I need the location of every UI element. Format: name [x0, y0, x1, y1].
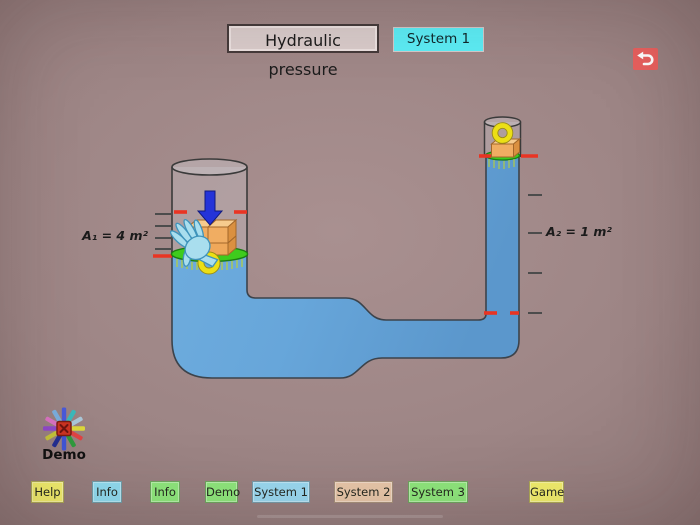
demo-caption: Demo — [42, 447, 86, 463]
hand-cursor-icon[interactable] — [161, 212, 225, 281]
info-button-2[interactable]: Info — [150, 481, 180, 503]
undo-button[interactable] — [633, 48, 658, 70]
right-lift-ring[interactable] — [491, 122, 514, 144]
force-arrow-icon — [196, 190, 224, 226]
game-button[interactable]: Game — [529, 481, 564, 503]
left-scale — [153, 213, 172, 258]
floor-highlight — [257, 515, 443, 518]
demo-burst-icon[interactable] — [40, 404, 88, 452]
right-level-marks — [479, 154, 538, 315]
area2-label: A₂ = 1 m² — [545, 224, 612, 239]
system-1-button[interactable]: System 1 — [252, 481, 310, 503]
system-3-button[interactable]: System 3 — [408, 481, 468, 503]
help-button[interactable]: Help — [31, 481, 64, 503]
right-piston-comb — [488, 159, 515, 169]
info-button-1[interactable]: Info — [92, 481, 122, 503]
area1-label: A₁ = 4 m² — [81, 228, 148, 243]
current-system-badge: System 1 — [394, 28, 483, 51]
page-title: Hydraulic pressure — [227, 24, 379, 79]
right-scale — [528, 194, 542, 314]
system-2-button[interactable]: System 2 — [334, 481, 393, 503]
demo-button[interactable]: Demo — [205, 481, 240, 503]
undo-arrow-icon — [637, 51, 654, 66]
